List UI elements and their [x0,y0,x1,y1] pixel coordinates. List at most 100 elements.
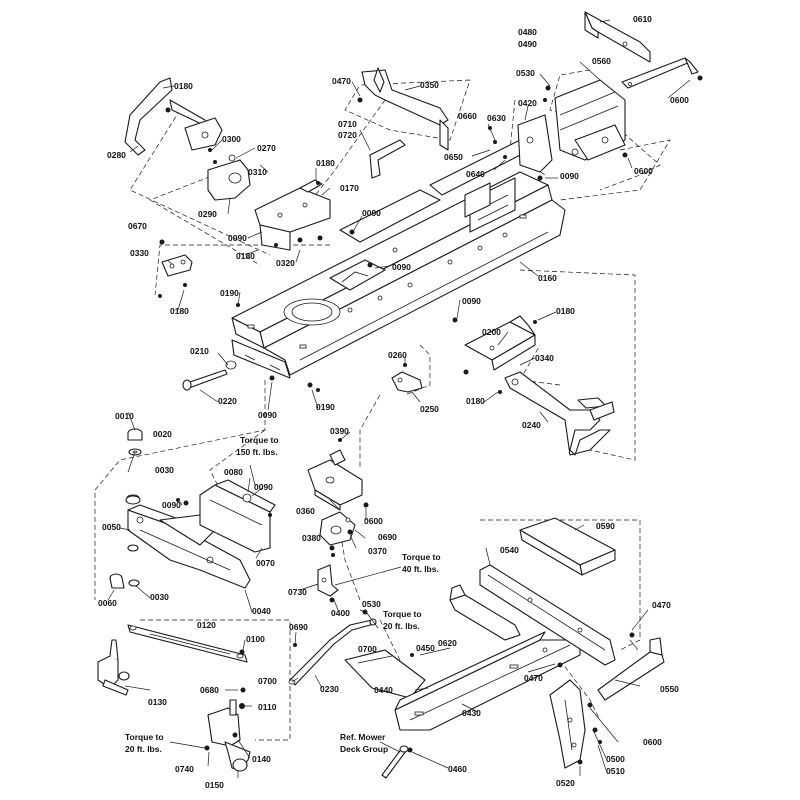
part-label-0010: 0010 [115,411,134,421]
part-label-0650: 0650 [444,152,463,162]
part-label-0600: 0600 [643,737,662,747]
part-label-0210: 0210 [190,346,209,356]
part-label-0320: 0320 [276,258,295,268]
lever-part-0350 [361,67,449,151]
part-label-0040: 0040 [252,606,271,616]
part-label-0260: 0260 [388,350,407,360]
part-label-0590: 0590 [596,521,615,531]
part-label-0690: 0690 [378,532,397,542]
part-label-0470: 0470 [652,600,671,610]
bracket-part-0360 [307,449,363,511]
part-number-labels: 0180 0280 0300 0270 0310 0290 0180 0170 … [98,14,689,790]
torque-note-40: Torque to [402,552,441,562]
part-label-0090: 0090 [362,208,381,218]
part-label-0340: 0340 [535,353,554,363]
plate-part-0590 [519,517,616,576]
part-label-0090: 0090 [162,500,181,510]
part-label-0740: 0740 [175,764,194,774]
torque-note-20-left-value: 20 ft. lbs. [125,744,162,754]
part-label-0660: 0660 [458,111,477,121]
part-label-0060: 0060 [98,598,117,608]
part-label-0310: 0310 [248,167,267,177]
part-label-0190: 0190 [220,288,239,298]
bar-part-0550 [597,637,665,701]
part-label-0630: 0630 [487,113,506,123]
torque-note-150: Torque to [240,435,279,445]
part-label-0280: 0280 [107,150,126,160]
part-label-0270: 0270 [257,143,276,153]
part-label-0200: 0200 [482,327,501,337]
part-label-0090: 0090 [392,262,411,272]
part-label-0400: 0400 [331,608,350,618]
part-label-0190: 0190 [316,402,335,412]
part-label-0090: 0090 [560,171,579,181]
part-label-0110: 0110 [258,702,277,712]
part-label-0180: 0180 [556,306,575,316]
part-label-0230: 0230 [320,684,339,694]
part-label-0350: 0350 [420,80,439,90]
plate-part-0440 [344,649,426,699]
part-label-0670: 0670 [128,221,147,231]
part-label-0180: 0180 [170,306,189,316]
torque-note-20-right: Torque to [383,609,422,619]
part-label-0300: 0300 [222,134,241,144]
part-label-0180: 0180 [174,81,193,91]
part-label-0530: 0530 [362,599,381,609]
part-label-0180: 0180 [236,251,255,261]
part-label-0460: 0460 [448,764,467,774]
part-label-0170: 0170 [340,183,359,193]
part-label-0600: 0600 [634,166,653,176]
part-label-0390: 0390 [330,426,349,436]
part-label-0100: 0100 [246,634,265,644]
part-label-0620: 0620 [438,638,457,648]
part-label-0530: 0530 [516,68,535,78]
bolt-part-0220 [182,360,237,391]
part-label-0420: 0420 [518,98,537,108]
part-label-0180: 0180 [316,158,335,168]
spindle-part-0130 [97,639,130,696]
bracket-part-0290 [207,154,251,201]
bracket-part-0710 [369,139,406,179]
part-label-0220: 0220 [218,396,237,406]
tie-rod-part-0120 [127,624,248,663]
bracket-part-0200 [464,315,536,371]
part-label-0160: 0160 [538,273,557,283]
part-label-0500: 0500 [606,754,625,764]
assembly-notes: Torque to 150 ft. lbs. Torque to 40 ft. … [125,435,441,754]
part-label-0140: 0140 [252,754,271,764]
torque-note-20-left: Torque to [125,732,164,742]
part-label-0710: 0710 [338,119,357,129]
top-right-bracket-part [584,11,651,63]
part-label-0090: 0090 [254,482,273,492]
part-label-0020: 0020 [153,429,172,439]
part-label-0470: 0470 [332,76,351,86]
part-label-0700: 0700 [358,644,377,654]
part-label-0150: 0150 [205,780,224,790]
torque-note-20-right-value: 20 ft. lbs. [383,621,420,631]
part-label-0480: 0480 [518,27,537,37]
part-label-0080: 0080 [224,467,243,477]
part-label-0090: 0090 [462,296,481,306]
pedal-part-0240 [504,371,615,456]
part-label-0540: 0540 [500,545,519,555]
part-label-0030: 0030 [150,592,169,602]
part-label-0360: 0360 [296,506,315,516]
part-label-0600: 0600 [670,95,689,105]
part-label-0560: 0560 [592,56,611,66]
pin-part-0460 [381,745,409,779]
lever-part-0280 [124,77,223,156]
part-label-0440: 0440 [374,685,393,695]
part-label-0490: 0490 [518,39,537,49]
part-label-0610: 0610 [633,14,652,24]
part-label-0130: 0130 [148,697,167,707]
spindle-part-0150 [207,699,251,772]
part-label-0090: 0090 [258,410,277,420]
part-label-0250: 0250 [420,404,439,414]
part-label-0520: 0520 [556,778,575,788]
bushing-parts [109,428,189,589]
part-label-0730: 0730 [288,587,307,597]
part-label-0550: 0550 [660,684,679,694]
axle-pivot-part-0070 [199,479,276,553]
part-label-0690: 0690 [289,622,308,632]
